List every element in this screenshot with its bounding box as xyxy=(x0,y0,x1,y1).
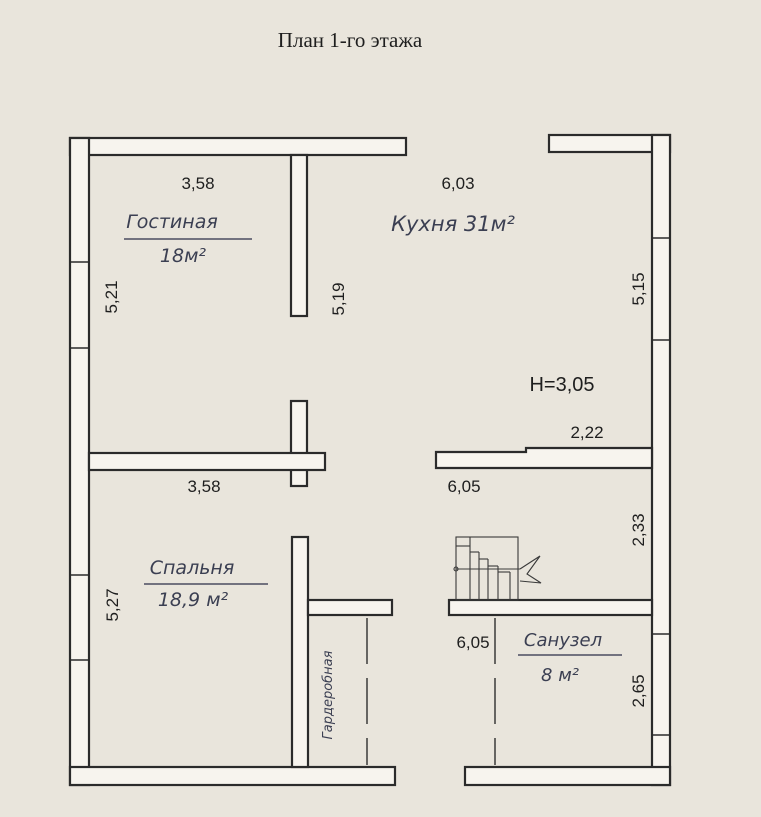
dim-bath-height: 2,65 xyxy=(629,674,648,707)
right-wall xyxy=(650,133,672,787)
bathroom-area: 8 м² xyxy=(541,665,579,686)
dim-kitchen-partition-width: 2,22 xyxy=(570,423,603,442)
room-labels: Гостиная 18м² Кухня 31м² Спальня 18,9 м²… xyxy=(124,211,622,739)
living-kitchen-partition xyxy=(289,153,309,318)
dim-kitchen-right-height: 5,15 xyxy=(629,272,648,305)
bathroom-top-wall xyxy=(447,598,654,617)
top-wall-left xyxy=(68,136,408,157)
left-wall xyxy=(68,136,91,787)
interior-walls xyxy=(87,153,654,769)
wardrobe-name: Гардеробная xyxy=(321,650,336,739)
kitchen-hall-wall xyxy=(434,446,654,470)
bedroom-wardrobe-wall xyxy=(290,535,310,769)
bedroom-name: Спальня xyxy=(150,557,235,579)
bottom-wall-left xyxy=(68,765,397,787)
plan-title: План 1-го этажа xyxy=(278,28,423,52)
stair-arrow-icon xyxy=(519,555,542,584)
dim-living-height: 5,21 xyxy=(102,280,121,313)
bathroom-name: Санузел xyxy=(524,630,602,651)
bedroom-area: 18,9 м² xyxy=(158,589,229,611)
living-kitchen-partition-lower xyxy=(289,399,309,488)
staircase-symbol xyxy=(453,536,542,601)
outer-walls xyxy=(68,133,672,787)
wardrobe-top-wall xyxy=(306,598,394,617)
dim-bath-width: 6,05 xyxy=(456,633,489,652)
ceiling-height-label: H=3,05 xyxy=(529,374,594,396)
dim-stair-height: 2,33 xyxy=(629,513,648,546)
dim-partition-height: 5,19 xyxy=(329,282,348,315)
dim-kitchen-width: 6,03 xyxy=(441,174,474,193)
dim-hall-width: 6,05 xyxy=(447,477,480,496)
bottom-wall-right xyxy=(463,765,672,787)
dim-bedroom-height: 5,27 xyxy=(103,588,122,621)
dim-bedroom-width: 3,58 xyxy=(187,477,220,496)
dimension-labels: 3,58 5,21 6,03 5,19 5,15 2,22 3,58 5,27 … xyxy=(102,174,648,708)
living-room-name: Гостиная xyxy=(126,211,218,233)
living-bedroom-wall xyxy=(87,451,327,472)
kitchen-name: Кухня 31м² xyxy=(391,212,515,236)
dashed-partitions xyxy=(366,618,496,765)
window-marks xyxy=(70,237,670,785)
dim-living-width: 3,58 xyxy=(181,174,214,193)
living-room-area: 18м² xyxy=(160,245,207,267)
